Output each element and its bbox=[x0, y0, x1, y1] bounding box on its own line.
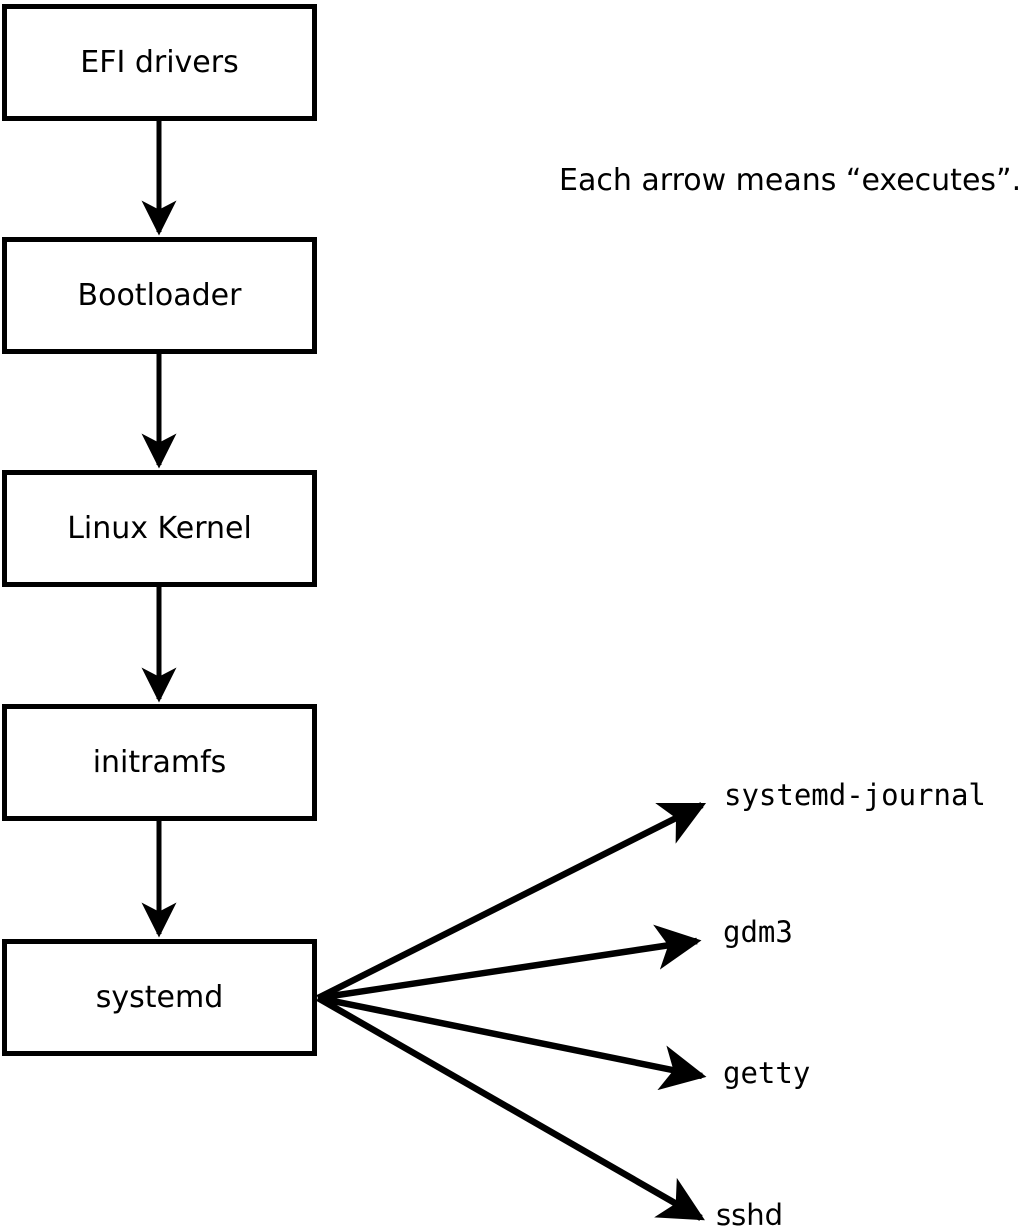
arrow-systemd-to-journal bbox=[316, 802, 707, 1001]
node-initramfs: initramfs bbox=[2, 704, 317, 821]
service-label-sshd: sshd bbox=[716, 1198, 784, 1230]
node-efi-drivers-label: EFI drivers bbox=[80, 44, 239, 80]
node-linux-kernel-label: Linux Kernel bbox=[67, 510, 252, 546]
node-linux-kernel: Linux Kernel bbox=[2, 470, 317, 587]
node-bootloader-label: Bootloader bbox=[77, 277, 242, 313]
service-label-gdm3: gdm3 bbox=[723, 915, 793, 949]
arrow-systemd-to-sshd bbox=[316, 995, 705, 1221]
legend-note: Each arrow means “executes”. bbox=[559, 163, 1022, 198]
node-systemd-label: systemd bbox=[95, 979, 224, 1015]
node-efi-drivers: EFI drivers bbox=[2, 4, 317, 121]
arrow-systemd-to-gdm3 bbox=[317, 924, 702, 1002]
node-systemd: systemd bbox=[2, 939, 317, 1056]
arrow-systemd-to-getty bbox=[317, 994, 707, 1091]
service-label-systemd-journal: systemd-journal bbox=[724, 778, 986, 812]
node-bootloader: Bootloader bbox=[2, 237, 317, 354]
service-label-getty: getty bbox=[723, 1056, 811, 1090]
node-initramfs-label: initramfs bbox=[92, 744, 227, 780]
